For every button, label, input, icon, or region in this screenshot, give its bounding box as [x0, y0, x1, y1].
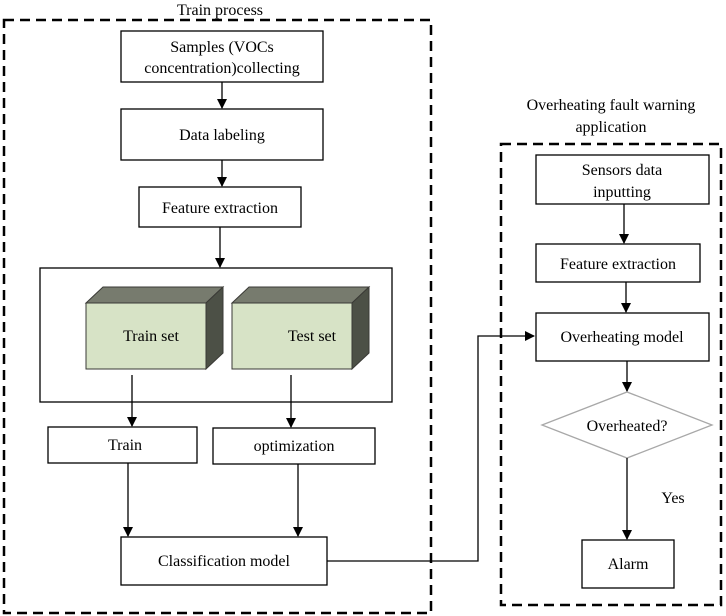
- alarm-box: Alarm: [581, 539, 675, 589]
- samples-collecting-box: Samples (VOCs concentration)collecting: [120, 30, 324, 83]
- test-set-block-top: [230, 286, 371, 304]
- sensors-input-label-line2: inputting: [593, 184, 651, 201]
- data-labeling-box: Data labeling: [120, 108, 324, 161]
- arrow-classification-to-overheating-model: [327, 331, 535, 562]
- test-set-block-front: [231, 302, 353, 370]
- app-feature-extraction-box: Feature extraction: [535, 243, 701, 283]
- application-title-line2: application: [575, 119, 646, 136]
- train-set-block: Train set: [84, 285, 225, 371]
- train-set-label: Train set: [123, 328, 179, 345]
- train-set-block-front: [85, 302, 207, 370]
- application-title-line1: Overheating fault warning: [527, 97, 696, 114]
- overheated-decision-label: Overheated?: [587, 418, 668, 435]
- train-process-group: [2, 18, 433, 615]
- train-process-title: Train process: [177, 2, 263, 19]
- samples-collecting-label-line1: Samples (VOCs: [170, 39, 274, 56]
- overheating-model-box: Overheating model: [535, 312, 710, 362]
- classification-model-label: Classification model: [158, 553, 291, 570]
- alarm-label: Alarm: [608, 556, 649, 573]
- data-labeling-label: Data labeling: [179, 127, 265, 144]
- app-feature-extraction-label: Feature extraction: [560, 256, 676, 273]
- overheated-decision: Overheated?: [540, 391, 714, 459]
- feature-extraction-label: Feature extraction: [162, 200, 278, 217]
- optimization-label: optimization: [254, 438, 335, 455]
- test-set-block: Test set: [230, 285, 371, 371]
- optimization-box: optimization: [212, 427, 376, 465]
- sensors-input-label-line1: Sensors data: [582, 162, 662, 179]
- samples-collecting-label-line2: concentration)collecting: [144, 60, 299, 77]
- test-set-label: Test set: [288, 328, 337, 345]
- yes-label: Yes: [661, 490, 684, 507]
- classification-model-box: Classification model: [120, 536, 328, 586]
- overheating-model-label: Overheating model: [560, 329, 684, 346]
- sensors-input-box: Sensors data inputting: [535, 154, 710, 205]
- feature-extraction-box: Feature extraction: [138, 186, 302, 228]
- train-box: Train: [47, 426, 198, 464]
- train-set-block-top: [84, 286, 225, 304]
- train-label: Train: [108, 437, 142, 454]
- application-group: [499, 142, 723, 607]
